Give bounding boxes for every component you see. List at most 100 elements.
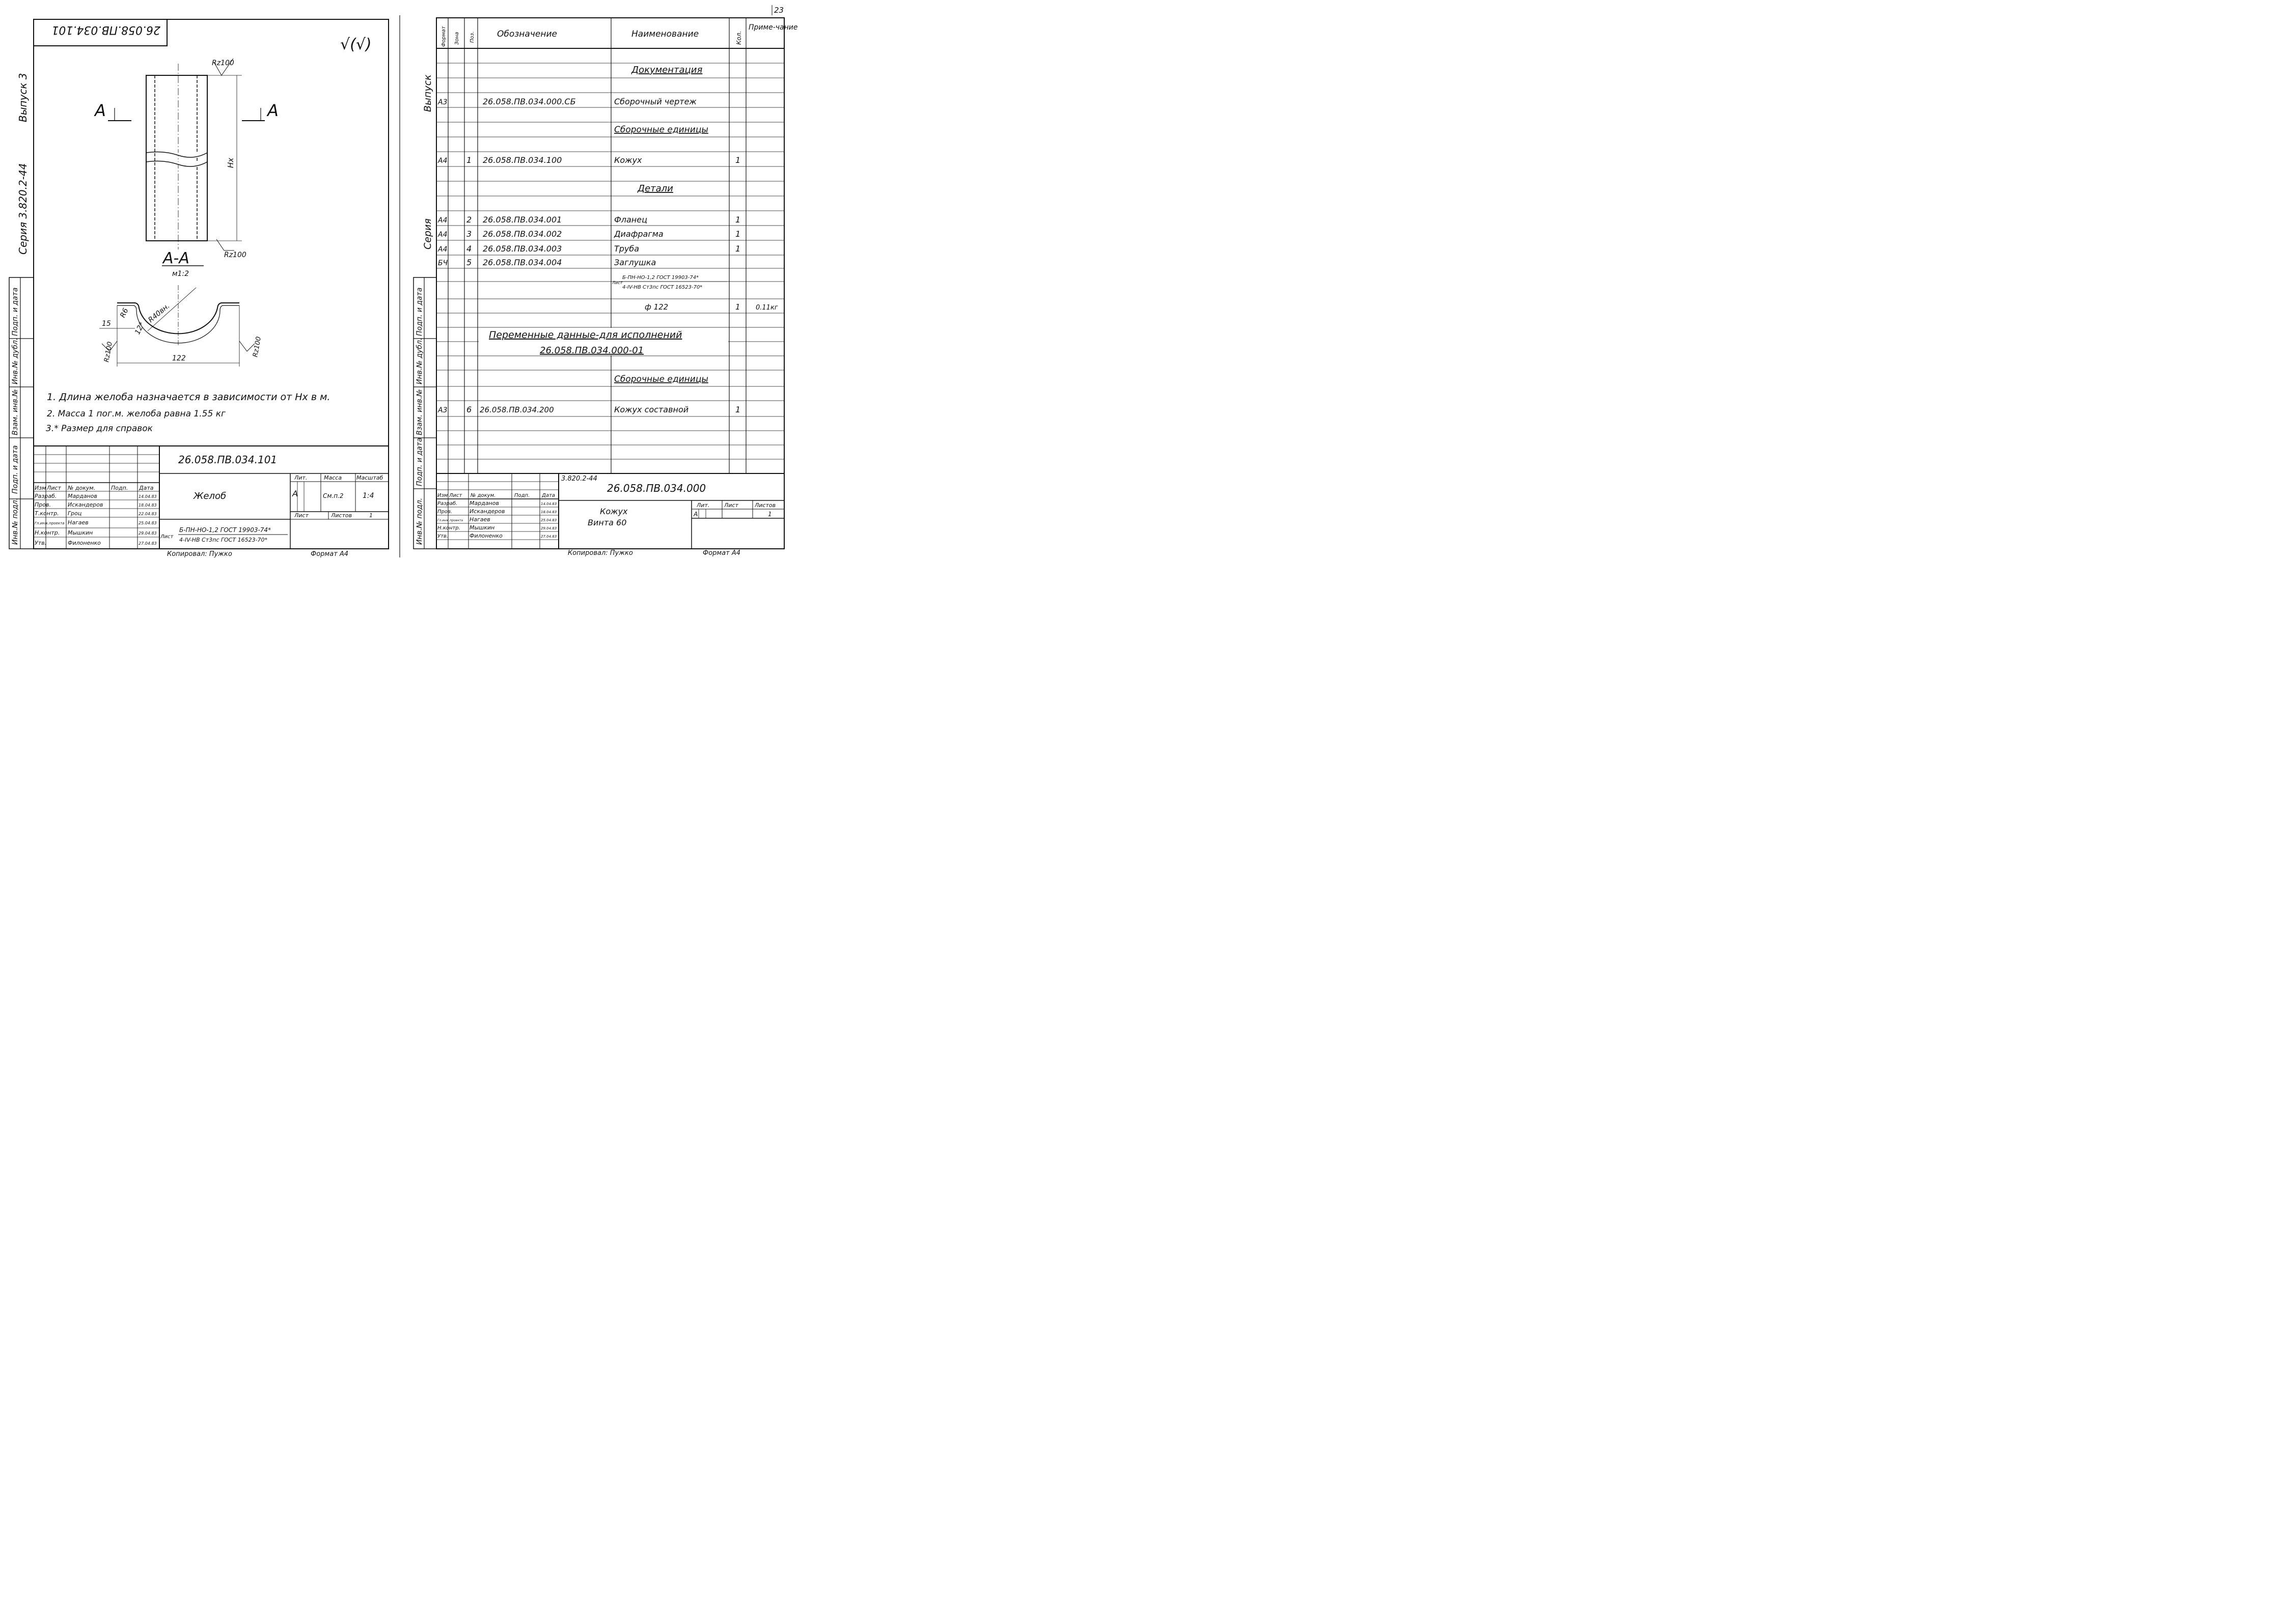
person-role: Утв. <box>35 540 46 546</box>
person-date: 29.04.83 <box>139 531 157 536</box>
row-designation: 26.058.ПВ.034.003 <box>483 244 562 254</box>
material-bottom: 4-IV-НВ Ст3пс ГОСТ 16523-70* <box>622 285 702 290</box>
roughness-right: Rz100 <box>252 336 263 358</box>
format-label: Формат А4 <box>703 549 740 557</box>
series-code: 3.820.2-44 <box>561 475 597 483</box>
scale-label: Масштаб <box>356 474 383 481</box>
sheet-label: Лист <box>294 512 309 519</box>
left-people: Разраб. Марданов 14.04.83 Пров. Искандер… <box>35 493 157 546</box>
person-name: Филоненко <box>470 533 503 539</box>
roughness-bottom: Rz100 <box>224 251 246 259</box>
diameter-name: ф 122 <box>645 302 668 312</box>
dim-width: 122 <box>172 354 186 362</box>
person-name: Гроц <box>68 510 81 517</box>
person-role: Утв. <box>437 534 448 539</box>
hdr-podp: Подп. <box>514 493 530 498</box>
sheets-label: Листов <box>330 512 352 519</box>
hdr-date: Дата <box>139 485 154 491</box>
variable-title: Переменные данные-для исполнений <box>489 329 682 341</box>
title-name: Желоб <box>193 491 226 501</box>
person-name: Марданов <box>470 500 499 507</box>
title-name-1: Кожух <box>600 507 628 516</box>
row-format: БЧ <box>438 259 448 267</box>
stamp-podp-data-2: Подп. и дата <box>11 288 19 336</box>
row-name: Сборочный чертеж <box>614 97 697 106</box>
sheets-label: Листов <box>754 502 776 509</box>
person-role: Н.контр. <box>35 529 60 536</box>
person-role: Гл.инж.проекта <box>35 521 64 525</box>
lit-value: А <box>693 511 698 518</box>
row-qty: 1 <box>735 405 740 414</box>
title-designation: 26.058.ПВ.034.101 <box>178 454 277 466</box>
material-bottom: 4-IV-НВ Ст3пс ГОСТ 16523-70* <box>179 537 268 543</box>
row-heading: Документация <box>631 65 702 75</box>
right-sheet: Инв.№ подл. Подп. и дата Взам. инв.№ Инв… <box>413 17 797 557</box>
person-date: 25.04.83 <box>139 521 157 525</box>
person-name: Мышкин <box>68 529 93 536</box>
rotated-designation: 26.058.ПВ.034.101 <box>51 23 160 36</box>
row-name: Труба <box>614 244 639 254</box>
stamp-podp-data-2: Подп. и дата <box>416 288 424 336</box>
mass-label: Масса <box>324 474 342 481</box>
person-date: 18.04.83 <box>541 510 557 514</box>
row-qty: 1 <box>735 244 740 254</box>
dim-r-small: R6 <box>119 307 130 319</box>
person-name: Нагаев <box>68 519 89 526</box>
lit-label: Лит. <box>294 474 307 481</box>
hdr-zone: Зона <box>454 32 460 45</box>
row-format: А4 <box>437 231 447 239</box>
row-format: А4 <box>437 245 447 254</box>
row-heading: Сборочные единицы <box>614 125 708 135</box>
cross-section <box>99 285 255 367</box>
stamp-inv-podl: Инв.№ подл. <box>11 498 19 545</box>
row-designation: 26.058.ПВ.034.004 <box>483 258 562 267</box>
person-name: Мышкин <box>470 524 494 531</box>
roughness-left: Rz100 <box>103 341 114 363</box>
variable-code: 26.058.ПВ.034.000-01 <box>540 345 644 356</box>
check-mark: √(√) <box>340 36 372 53</box>
material-top: Б-ПН-НО-1,2 ГОСТ 19903-74* <box>179 526 271 534</box>
row-pos: 5 <box>466 258 472 267</box>
row-format: А3 <box>437 98 447 106</box>
row-name: Диафрагма <box>614 229 664 239</box>
dim-height: Нх <box>226 158 235 168</box>
spec-rows: Документация А3 26.058.ПВ.034.000.СБ Сбо… <box>437 65 778 414</box>
sheets-value: 1 <box>768 511 772 518</box>
hdr-podp: Подп. <box>111 485 128 491</box>
right-title-block <box>436 473 784 549</box>
person-date: 22.04.83 <box>139 512 157 516</box>
stamp-vzam-inv: Взам. инв.№ <box>11 389 19 435</box>
variable-heading: Сборочные единицы <box>614 374 708 384</box>
lit-label: Лит. <box>696 502 709 509</box>
sheets-value: 1 <box>369 512 373 519</box>
row-designation: 26.058.ПВ.034.200 <box>480 405 554 414</box>
person-name: Искандеров <box>68 501 103 508</box>
lit-value: А <box>292 489 298 498</box>
person-name: Нагаев <box>470 516 490 523</box>
row-name: Кожух составной <box>614 405 688 414</box>
row-format: А4 <box>437 157 447 165</box>
drawing-page: 23 Инв.№ подл. Подп. и дата Взам. инв.№ … <box>9 5 797 558</box>
hdr-date: Дата <box>541 493 555 498</box>
hdr-designation: Обозначение <box>497 29 557 39</box>
row-designation: 26.058.ПВ.034.100 <box>483 155 562 165</box>
material-prefix: Лист <box>612 281 623 285</box>
mass-value: См.п.2 <box>323 492 344 499</box>
section-title: А-А <box>162 249 189 267</box>
stamp-vzam-inv: Взам. инв.№ <box>416 389 424 435</box>
person-date: 14.04.83 <box>139 494 157 499</box>
material-prefix: Лист <box>160 534 174 540</box>
person-role: Т.контр. <box>35 510 59 517</box>
stamp-inv-dubl: Инв.№ дубл. <box>416 338 424 384</box>
dim-lip: 15 <box>102 320 111 328</box>
hdr-doc: № докум. <box>470 493 495 498</box>
row-designation: 26.058.ПВ.034.000.СБ <box>483 97 576 106</box>
person-name: Искандеров <box>470 508 505 515</box>
roughness-top: Rz100 <box>212 59 234 67</box>
section-mark-left: А <box>94 101 106 120</box>
page-number: 23 <box>774 6 784 15</box>
issue-label: Выпуск <box>422 74 433 112</box>
dim-thickness: 12* <box>133 321 146 335</box>
row-format: А3 <box>437 406 447 414</box>
hdr-note: Приме-чание <box>749 23 797 32</box>
